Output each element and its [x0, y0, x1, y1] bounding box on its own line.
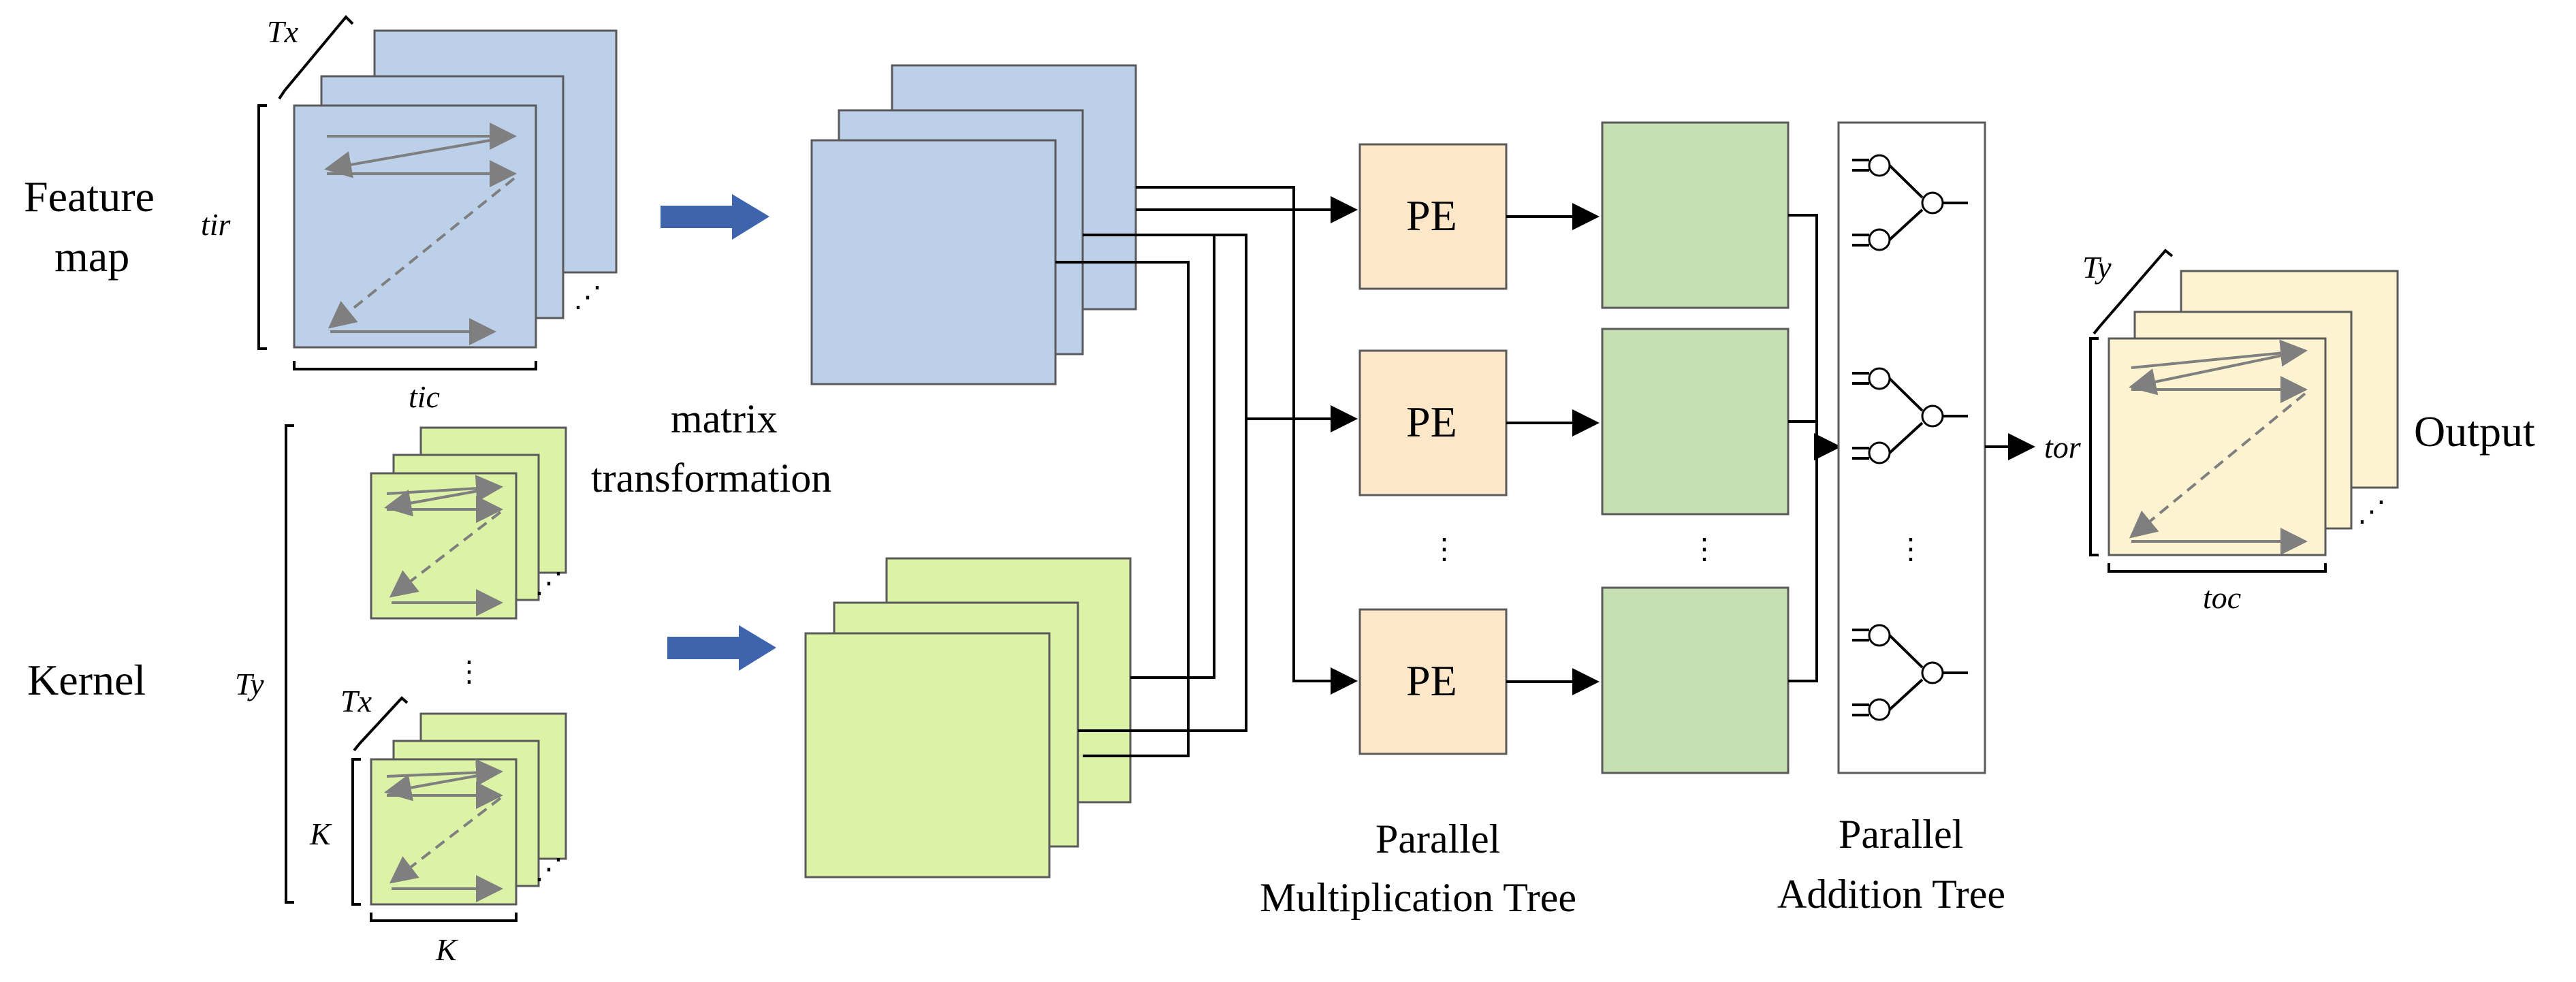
output-stack-dots: ⋰	[2357, 496, 2386, 528]
kernel-stack-top: ⋰	[370, 426, 567, 620]
kernel-width-label: K	[435, 932, 458, 967]
kernel-count-label: Ty	[235, 667, 264, 701]
out-depth-bracket	[2093, 249, 2174, 335]
add-tree-label-line1: Parallel	[1839, 812, 1963, 857]
kernel-width-bracket	[370, 913, 518, 922]
pe-unit-2: PE	[1358, 349, 1508, 496]
kernel-height-bracket	[351, 758, 361, 906]
matrix-label-line1: matrix	[671, 396, 778, 441]
pe-unit-1: PE	[1358, 143, 1508, 290]
kernel-depth-label: Tx	[340, 684, 372, 718]
fm-matrix-stack	[810, 64, 1137, 385]
add-tree-label-line2: Addition Tree	[1777, 872, 2005, 917]
fm-height-label: tir	[201, 207, 232, 242]
pe-label-1: PE	[1406, 191, 1457, 240]
output-label: Output	[2414, 407, 2535, 456]
result-to-addtree-wires	[1788, 214, 1841, 682]
matrix-label-line2: transformation	[591, 456, 831, 501]
mult-result-2	[1601, 328, 1790, 516]
kernel-height-label: K	[309, 817, 332, 851]
pe-unit-3: PE	[1358, 608, 1508, 755]
kernel-count-bracket	[285, 424, 294, 904]
fm-transform-arrow	[661, 194, 769, 240]
mult-tree-label-line2: Multiplication Tree	[1260, 875, 1576, 920]
out-width-label: toc	[2203, 580, 2241, 615]
fm-width-bracket	[293, 361, 537, 370]
fm-depth-bracket	[278, 15, 354, 100]
mult-result-1	[1601, 121, 1790, 309]
adder-group-1	[1852, 154, 1968, 251]
feature-map-stack-dots: ⋰	[573, 282, 602, 313]
adder-group-3	[1852, 624, 1968, 721]
adder-ellipsis: ⋮	[1896, 534, 1925, 565]
kernel-ellipsis: ⋮	[455, 656, 483, 688]
kernel-stack-bottom: ⋰	[370, 712, 567, 906]
pe-label-2: PE	[1406, 398, 1457, 446]
out-height-bracket	[2089, 337, 2099, 556]
kernel-depth-bracket	[353, 696, 409, 752]
out-depth-label: Ty	[2082, 250, 2112, 285]
mult-result-3	[1601, 586, 1790, 774]
feature-map-label-line1: Feature	[24, 172, 155, 221]
pe-ellipsis: ⋮	[1430, 534, 1459, 565]
result-ellipsis: ⋮	[1690, 534, 1719, 565]
adder-group-2	[1852, 367, 1968, 464]
fm-height-bracket	[257, 104, 267, 350]
bus-wires	[1055, 186, 1358, 757]
kernel-transform-arrow	[667, 625, 776, 671]
output-stack: ⋰	[2108, 270, 2399, 556]
kernel-top-stack-dots: ⋰	[535, 568, 563, 599]
kernel-bottom-stack-dots: ⋰	[535, 854, 563, 885]
mult-tree-label-line1: Parallel	[1376, 817, 1500, 861]
fm-width-label: tic	[409, 379, 440, 414]
fm-depth-label: Tx	[267, 14, 299, 49]
kernel-matrix-stack	[804, 557, 1132, 878]
out-width-bracket	[2108, 563, 2327, 573]
feature-map-stack: ⋰	[293, 29, 618, 349]
kernel-label: Kernel	[27, 656, 146, 704]
pe-label-3: PE	[1406, 656, 1457, 705]
feature-map-label-line2: map	[54, 232, 129, 281]
out-height-label: tor	[2044, 430, 2082, 464]
